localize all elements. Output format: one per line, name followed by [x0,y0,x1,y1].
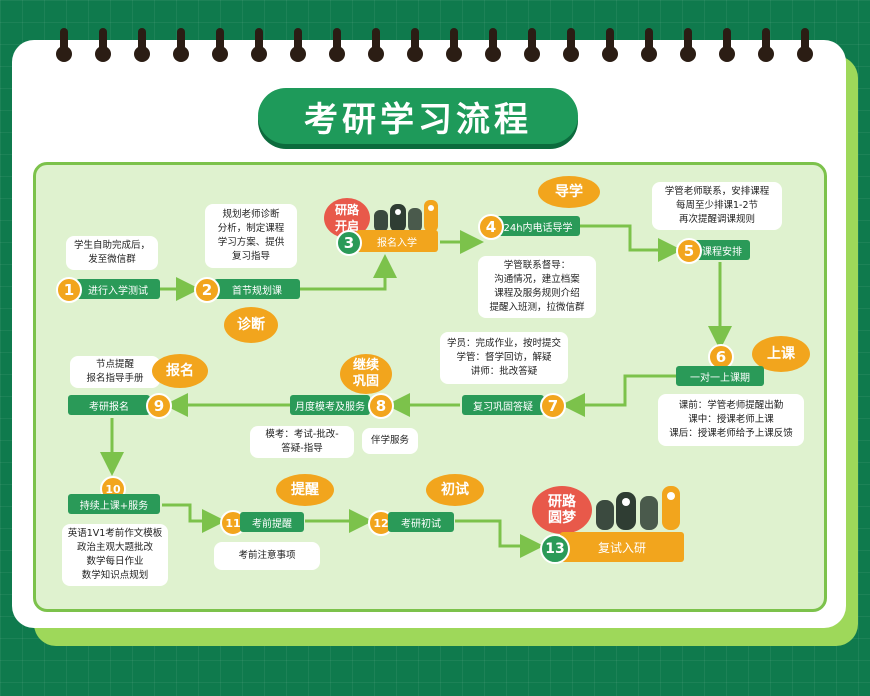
binder-ring [95,28,111,62]
step-12-bar: 考研初试 [388,512,454,532]
step-13-number: 13 [540,534,570,564]
step-1-number: 1 [56,277,82,303]
binder-ring [173,28,189,62]
binder-ring [290,28,306,62]
binder-ring [719,28,735,62]
step-5-bar: 课程安排 [694,240,750,260]
step-7-note: 学员：完成作业，按时提交 学管：督学回访，解疑 讲师：批改答疑 [440,332,568,384]
step-9-note: 节点提醒 报名指导手册 [70,356,160,388]
binder-ring [212,28,228,62]
binder-ring [758,28,774,62]
step-2-tag: 诊断 [224,307,278,343]
title-banner: 考研学习流程 [258,88,578,144]
step-11-note: 考前注意事项 [214,542,320,570]
binder-ring [485,28,501,62]
step-9-tag: 报名 [152,354,208,388]
step-11-tag: 提醒 [276,474,334,506]
step-2-bar: 首节规划课 [214,279,300,299]
binder-ring [134,28,150,62]
binder-ring [602,28,618,62]
mascots-icon [372,196,440,232]
step-8-note: 模考：考试-批改- 答疑-指导 [250,426,354,458]
step-3-bar: 报名入学 [356,230,438,252]
binder-ring [524,28,540,62]
binder-ring [641,28,657,62]
step-2-note: 规划老师诊断 分析，制定课程 学习方案、提供 复习指导 [205,204,297,268]
step-7-number: 7 [540,393,566,419]
step-8-tag: 继续 巩固 [340,354,392,394]
binder-ring [680,28,696,62]
step-8-note-2: 伴学服务 [362,428,418,454]
step-4-note: 学管联系督导： 沟通情况，建立档案 课程及服务规则介绍 提醒入班测，拉微信群 [478,256,596,318]
binder-ring [797,28,813,62]
step-8-number: 8 [368,393,394,419]
step-5-number: 5 [676,238,702,264]
binder-ring [56,28,72,62]
binder-ring [251,28,267,62]
binder-ring [407,28,423,62]
step-4-number: 4 [478,214,504,240]
step-6-bar: 一对一上课期 [676,366,764,386]
step-12-tag: 初试 [426,474,484,506]
step-4-tag: 导学 [538,176,600,208]
binder-ring [563,28,579,62]
step-4-bar: 24h内电话导学 [496,216,580,236]
step-8-bar: 月度模考及服务 [290,395,370,415]
binder-ring [329,28,345,62]
step-1-note: 学生自助完成后， 发至微信群 [66,236,158,270]
page-title: 考研学习流程 [304,99,532,140]
step-13-bar: 复试入研 [560,532,684,562]
step-1-bar: 进行入学测试 [76,279,160,299]
mascots-icon [594,480,684,530]
step-9-bar: 考研报名 [68,395,150,415]
step-11-bar: 考前提醒 [240,512,304,532]
step-6-note: 课前：学管老师提醒出勤 课中：授课老师上课 课后：授课老师给予上课反馈 [658,394,804,446]
step-13-tag: 研路 圆梦 [532,486,592,534]
step-2-number: 2 [194,277,220,303]
step-3-number: 3 [336,230,362,256]
step-6-number: 6 [708,344,734,370]
step-10-bar: 持续上课+服务 [68,494,160,514]
step-9-number: 9 [146,393,172,419]
binder-ring [368,28,384,62]
step-7-bar: 复习巩固答疑 [462,395,544,415]
binder-ring [446,28,462,62]
step-5-note: 学管老师联系，安排课程 每周至少排课1-2节 再次提醒调课规则 [652,182,782,230]
step-10-note: 英语1V1考前作文模板 政治主观大题批改 数学每日作业 数学知识点规划 [62,524,168,586]
